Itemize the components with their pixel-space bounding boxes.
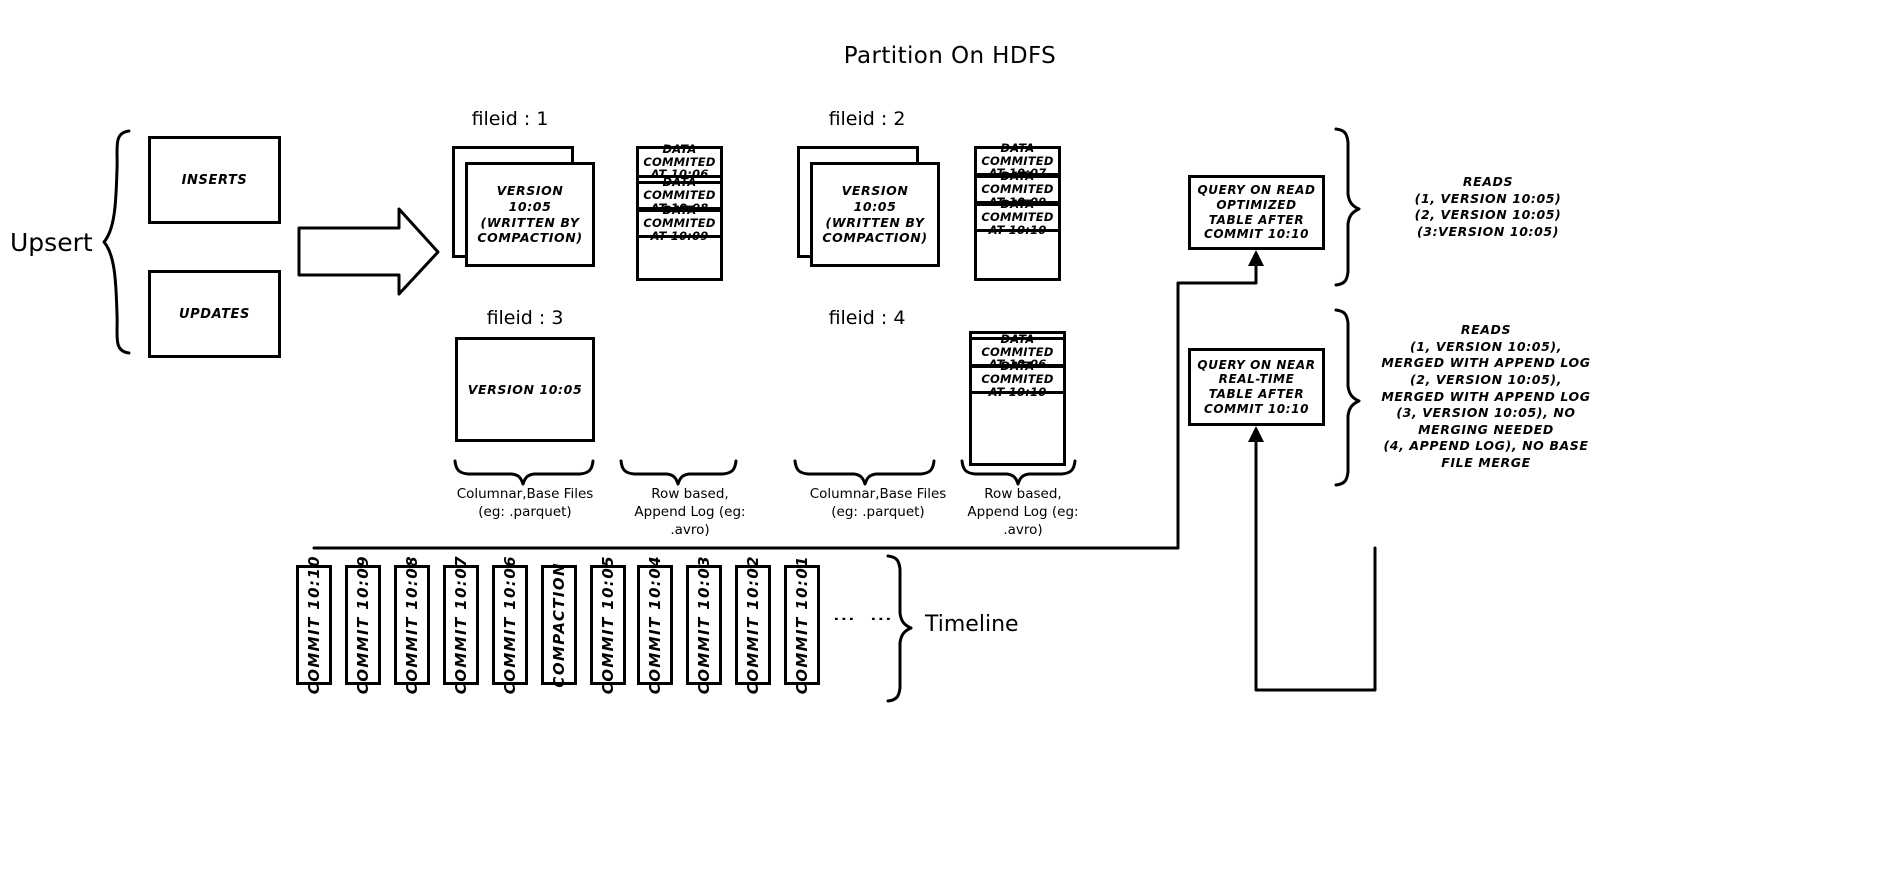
reads-read-optimized: READS (1, VERSION 10:05) (2, VERSION 10:…: [1414, 174, 1562, 239]
timeline-chip-label: COMMIT 10:01: [793, 555, 811, 695]
inserts-label: INSERTS: [181, 172, 248, 188]
updates-box: UPDATES: [148, 270, 281, 358]
fileid-1-log-brace: [619, 459, 738, 486]
commit-arrow-label: Commit 10:10: [311, 233, 419, 251]
timeline-chip-9[interactable]: COMMIT 10:02: [735, 555, 771, 695]
query-near-realtime-box[interactable]: QUERY ON NEAR REAL-TIME TABLE AFTER COMM…: [1188, 348, 1325, 426]
timeline-chip-label: COMMIT 10:09: [354, 555, 372, 695]
timeline-ellipsis-1: ⋮: [831, 608, 856, 632]
fileid-2-base-file-label: VERSION 10:05 (WRITTEN BY COMPACTION): [822, 183, 928, 246]
query-read-optimized-box[interactable]: QUERY ON READ OPTIMIZED TABLE AFTER COMM…: [1188, 175, 1325, 250]
fileid-1-log-entry-3: DATA COMMITED AT 10:09: [636, 204, 723, 242]
timeline-chip-2[interactable]: COMMIT 10:08: [394, 555, 430, 695]
fileid-4-log-entry-2: DATA COMMITED AT 10:10: [969, 360, 1066, 398]
timeline-chip-1[interactable]: COMMIT 10:09: [345, 555, 381, 695]
inserts-box: INSERTS: [148, 136, 281, 224]
timeline-chip-label: COMMIT 10:05: [599, 555, 617, 695]
timeline-chip-label: COMMIT 10:03: [695, 555, 713, 695]
reads-near-realtime: READS (1, VERSION 10:05), MERGED WITH AP…: [1381, 322, 1591, 470]
timeline-chip-label: COMMIT 10:06: [501, 555, 519, 695]
timeline-chip-label: COMMIT 10:04: [646, 555, 664, 695]
arrowhead-read-optimized: [1248, 250, 1264, 266]
fileid-2-log-entry-3: DATA COMMITED AT 10:10: [974, 198, 1061, 236]
timeline-chip-4[interactable]: COMMIT 10:06: [492, 555, 528, 695]
timeline-chip-label: COMMIT 10:02: [744, 555, 762, 695]
upsert-label: Upsert: [10, 228, 93, 257]
timeline-chip-label: COMMIT 10:07: [452, 555, 470, 695]
query-near-realtime-label: QUERY ON NEAR REAL-TIME TABLE AFTER COMM…: [1197, 357, 1316, 416]
fileid-1-base-brace: [453, 459, 595, 486]
query-read-optimized-label: QUERY ON READ OPTIMIZED TABLE AFTER COMM…: [1197, 183, 1316, 242]
fileid-1-log-entry-1: DATA COMMITED AT 10:06: [636, 142, 723, 181]
timeline-chip-5[interactable]: COMPACTION: [541, 562, 577, 688]
caption-rowlog-right: Row based, Append Log (eg: .avro): [967, 486, 1079, 539]
timeline-ellipsis-2: ⋮: [868, 608, 893, 632]
timeline-chip-label: COMMIT 10:10: [305, 555, 323, 695]
fileid-2-log-entry-2: DATA COMMITED AT 10:09: [974, 170, 1061, 208]
fileid-1-base-file-label: VERSION 10:05 (WRITTEN BY COMPACTION): [477, 183, 583, 246]
fileid-2-header: fileid : 2: [828, 108, 906, 130]
timeline-chip-8[interactable]: COMMIT 10:03: [686, 555, 722, 695]
caption-columnar-left: Columnar,Base Files (eg: .parquet): [456, 486, 594, 521]
timeline-chip-0[interactable]: COMMIT 10:10: [296, 555, 332, 695]
fileid-2-base-file: VERSION 10:05 (WRITTEN BY COMPACTION): [810, 162, 940, 267]
fileid-3-base-file-label: VERSION 10:05: [467, 382, 583, 397]
timeline-chip-10[interactable]: COMMIT 10:01: [784, 555, 820, 695]
caption-columnar-right: Columnar,Base Files (eg: .parquet): [809, 486, 947, 521]
page-title: Partition On HDFS: [843, 43, 1057, 69]
timeline-chip-6[interactable]: COMMIT 10:05: [590, 555, 626, 695]
fileid-4-header: fileid : 4: [828, 307, 906, 329]
connector-timeline-to-near-realtime: [1254, 436, 1377, 692]
caption-rowlog-left: Row based, Append Log (eg: .avro): [634, 486, 746, 539]
timeline-chip-label: COMMIT 10:08: [403, 555, 421, 695]
fileid-1-base-file: VERSION 10:05 (WRITTEN BY COMPACTION): [465, 162, 595, 267]
fileid-3-base-file: VERSION 10:05: [455, 337, 595, 442]
timeline-label: Timeline: [925, 612, 1019, 637]
fileid-1-header: fileid : 1: [471, 108, 549, 130]
fileid-3-header: fileid : 3: [486, 307, 564, 329]
fileid-2-base-brace: [793, 459, 936, 486]
timeline-chip-3[interactable]: COMMIT 10:07: [443, 555, 479, 695]
updates-label: UPDATES: [178, 306, 250, 322]
timeline-chip-label: COMPACTION: [550, 562, 568, 688]
arrowhead-near-realtime: [1248, 426, 1264, 442]
timeline-chip-7[interactable]: COMMIT 10:04: [637, 555, 673, 695]
